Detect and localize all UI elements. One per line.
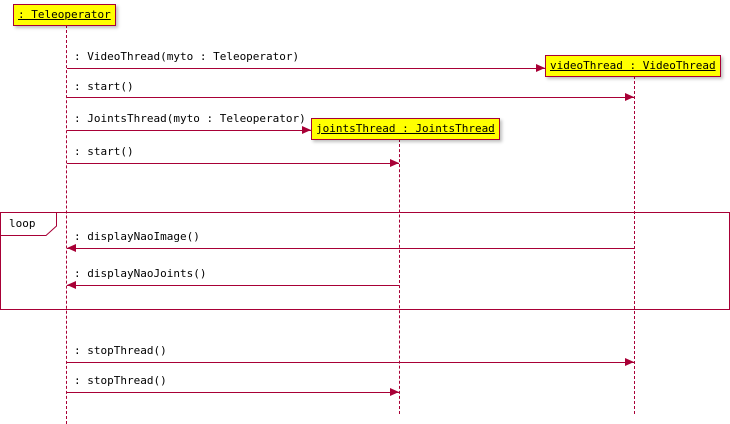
participant-videothread: videoThread : VideoThread	[545, 55, 721, 77]
message-label: : stopThread()	[74, 344, 167, 357]
loop-pentagon-shape	[0, 212, 57, 236]
lifeline-videothread	[634, 76, 635, 414]
participant-teleoperator-label: : Teleoperator	[18, 8, 111, 21]
message-arrow	[67, 93, 634, 101]
message-label: : displayNaoImage()	[74, 230, 200, 243]
loop-fragment: loop	[0, 212, 730, 310]
message-label: : stopThread()	[74, 374, 167, 387]
message-arrow	[67, 388, 399, 396]
lifeline-jointsthread	[399, 139, 400, 414]
message-label: : start()	[74, 80, 134, 93]
lifeline-teleoperator	[66, 25, 67, 424]
participant-videothread-label: videoThread : VideoThread	[550, 59, 716, 72]
message-arrow	[67, 126, 311, 134]
message-label: : start()	[74, 145, 134, 158]
participant-jointsthread: jointsThread : JointsThread	[311, 118, 500, 140]
loop-operator-label: loop	[9, 217, 36, 230]
message-arrow	[67, 281, 399, 289]
participant-jointsthread-label: jointsThread : JointsThread	[316, 122, 495, 135]
message-label: : JointsThread(myto : Teleoperator)	[74, 112, 306, 125]
participant-teleoperator: : Teleoperator	[13, 4, 116, 26]
message-label: : VideoThread(myto : Teleoperator)	[74, 50, 300, 63]
message-arrow	[67, 159, 399, 167]
message-label: : displayNaoJoints()	[74, 267, 207, 280]
message-arrow	[67, 244, 634, 252]
message-arrow	[67, 358, 634, 366]
message-arrow	[67, 64, 545, 72]
